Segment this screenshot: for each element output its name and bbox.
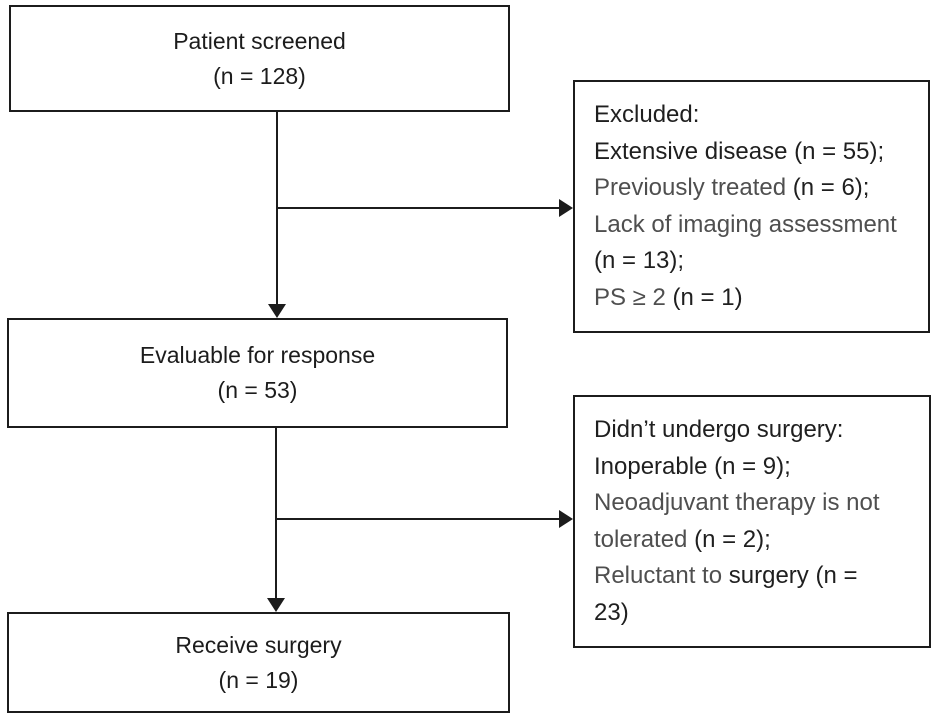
text-run: Previously treated bbox=[594, 174, 793, 201]
side-box-line: PS ≥ 2 (n = 1) bbox=[594, 280, 916, 317]
text-run: Reluctant to bbox=[594, 562, 729, 589]
side-box-line: Previously treated (n = 6); bbox=[594, 170, 916, 207]
text-run: tolerated bbox=[594, 525, 695, 553]
connector-to-no-surgery-line bbox=[276, 518, 559, 520]
box-count: (n = 128) bbox=[213, 62, 306, 89]
text-run: Didn’t undergo surgery: bbox=[594, 416, 844, 443]
flow-box-patient-screened: Patient screened (n = 128) bbox=[9, 5, 510, 112]
side-box-line: 23) bbox=[594, 595, 917, 632]
flow-box-evaluable-for-response: Evaluable for response (n = 53) bbox=[7, 318, 508, 428]
flow-box-receive-surgery: Receive surgery (n = 19) bbox=[7, 612, 510, 713]
side-box-line: Reluctant to surgery (n = bbox=[594, 558, 917, 595]
text-run: surgery (n = bbox=[728, 562, 858, 589]
text-run: 23) bbox=[594, 598, 629, 626]
box-label: Evaluable for response bbox=[139, 342, 376, 368]
arrowhead-down-icon bbox=[268, 304, 286, 318]
text-run: Lack of imaging assessment bbox=[594, 210, 897, 238]
text-run: (n = 2); bbox=[694, 525, 771, 553]
side-box-line: Inoperable (n = 9); bbox=[594, 449, 917, 486]
box-label: Receive surgery bbox=[175, 631, 342, 658]
box-count: (n = 53) bbox=[217, 377, 298, 403]
side-box-line: Neoadjuvant therapy is not bbox=[594, 485, 917, 522]
text-run: PS ≥ 2 bbox=[594, 283, 673, 311]
text-run: Extensive disease (n = 55); bbox=[594, 137, 885, 165]
arrowhead-right-icon bbox=[559, 510, 573, 528]
arrowhead-right-icon bbox=[559, 199, 573, 217]
text-run: (n = 13); bbox=[594, 247, 685, 274]
side-box-excluded: Excluded: Extensive disease (n = 55); Prev… bbox=[573, 80, 930, 333]
text-run: Inoperable (n = 9); bbox=[594, 452, 791, 480]
side-box-line: (n = 13); bbox=[594, 243, 916, 280]
side-box-line: Excluded: bbox=[594, 97, 916, 134]
text-run: Neoadjuvant therapy is not bbox=[594, 489, 880, 516]
text-run: (n = 6); bbox=[792, 174, 870, 201]
text-run: Excluded: bbox=[594, 101, 700, 128]
side-box-line: tolerated (n = 2); bbox=[594, 522, 917, 559]
box-label: Patient screened bbox=[173, 27, 346, 54]
text-run: (n = 1) bbox=[672, 283, 743, 311]
side-box-line: Didn’t undergo surgery: bbox=[594, 412, 917, 449]
box-count: (n = 19) bbox=[218, 666, 299, 693]
connector-evaluable-to-surgery-line bbox=[275, 428, 277, 599]
side-box-didnt-undergo-surgery: Didn’t undergo surgery: Inoperable (n = 9… bbox=[573, 395, 931, 648]
side-box-line: Extensive disease (n = 55); bbox=[594, 134, 916, 171]
connector-to-excluded-line bbox=[277, 207, 559, 209]
arrowhead-down-icon bbox=[267, 598, 285, 612]
side-box-line: Lack of imaging assessment bbox=[594, 207, 916, 244]
